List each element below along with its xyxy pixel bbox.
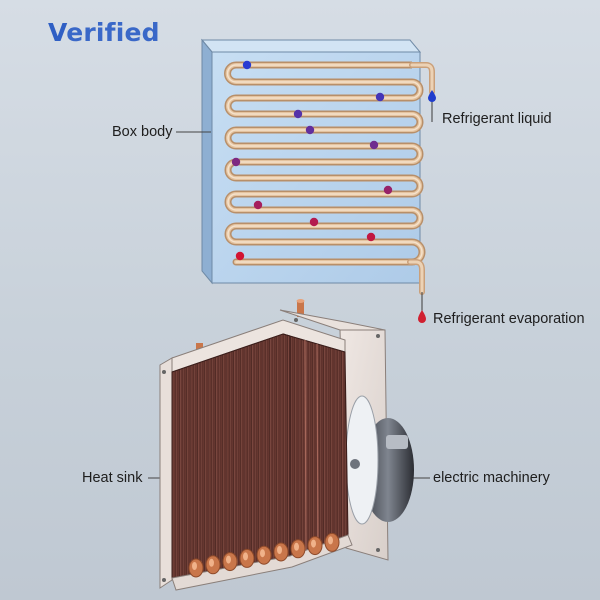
flow-marker: [375, 92, 385, 102]
verified-logo: Verified: [48, 18, 160, 47]
copper-highlight: [243, 552, 248, 561]
copper-highlight: [328, 536, 333, 545]
box-front-face: [211, 51, 421, 284]
heat-sink-unit: [159, 299, 414, 591]
heat-sink-label: Heat sink: [82, 470, 143, 486]
box-top-face: [200, 39, 422, 53]
flow-marker: [253, 200, 263, 210]
box-side-face: [201, 38, 213, 285]
flow-marker: [305, 125, 315, 135]
heat-sink-fins: [171, 333, 291, 579]
flow-marker: [309, 217, 319, 227]
copper-highlight: [226, 555, 231, 564]
logo-rest: erified: [66, 18, 160, 47]
flow-marker: [293, 109, 303, 119]
refrigerant-evaporation-label: Refrigerant evaporation: [433, 311, 585, 327]
flow-markers: [231, 60, 393, 261]
electric-machinery-label: electric machinery: [433, 470, 550, 486]
copper-highlight: [260, 549, 265, 558]
fan-icon: [345, 395, 414, 525]
flow-marker: [383, 185, 393, 195]
flow-marker: [231, 157, 241, 167]
logo-first-letter: V: [48, 18, 67, 47]
refrigerant-liquid-label: Refrigerant liquid: [442, 111, 552, 127]
copper-u-bends: [188, 532, 340, 578]
liquid-drop-blue-icon: [428, 90, 436, 122]
copper-highlight: [209, 558, 214, 567]
flow-marker: [235, 251, 245, 261]
copper-highlight: [192, 562, 197, 570]
copper-highlight: [294, 542, 299, 551]
copper-highlight: [311, 539, 316, 548]
box-body-label: Box body: [112, 124, 173, 140]
flow-marker: [369, 140, 379, 150]
flow-marker: [366, 232, 376, 242]
flow-marker: [242, 60, 252, 70]
liquid-drop-red-icon: [418, 292, 426, 323]
copper-highlight: [277, 546, 282, 554]
